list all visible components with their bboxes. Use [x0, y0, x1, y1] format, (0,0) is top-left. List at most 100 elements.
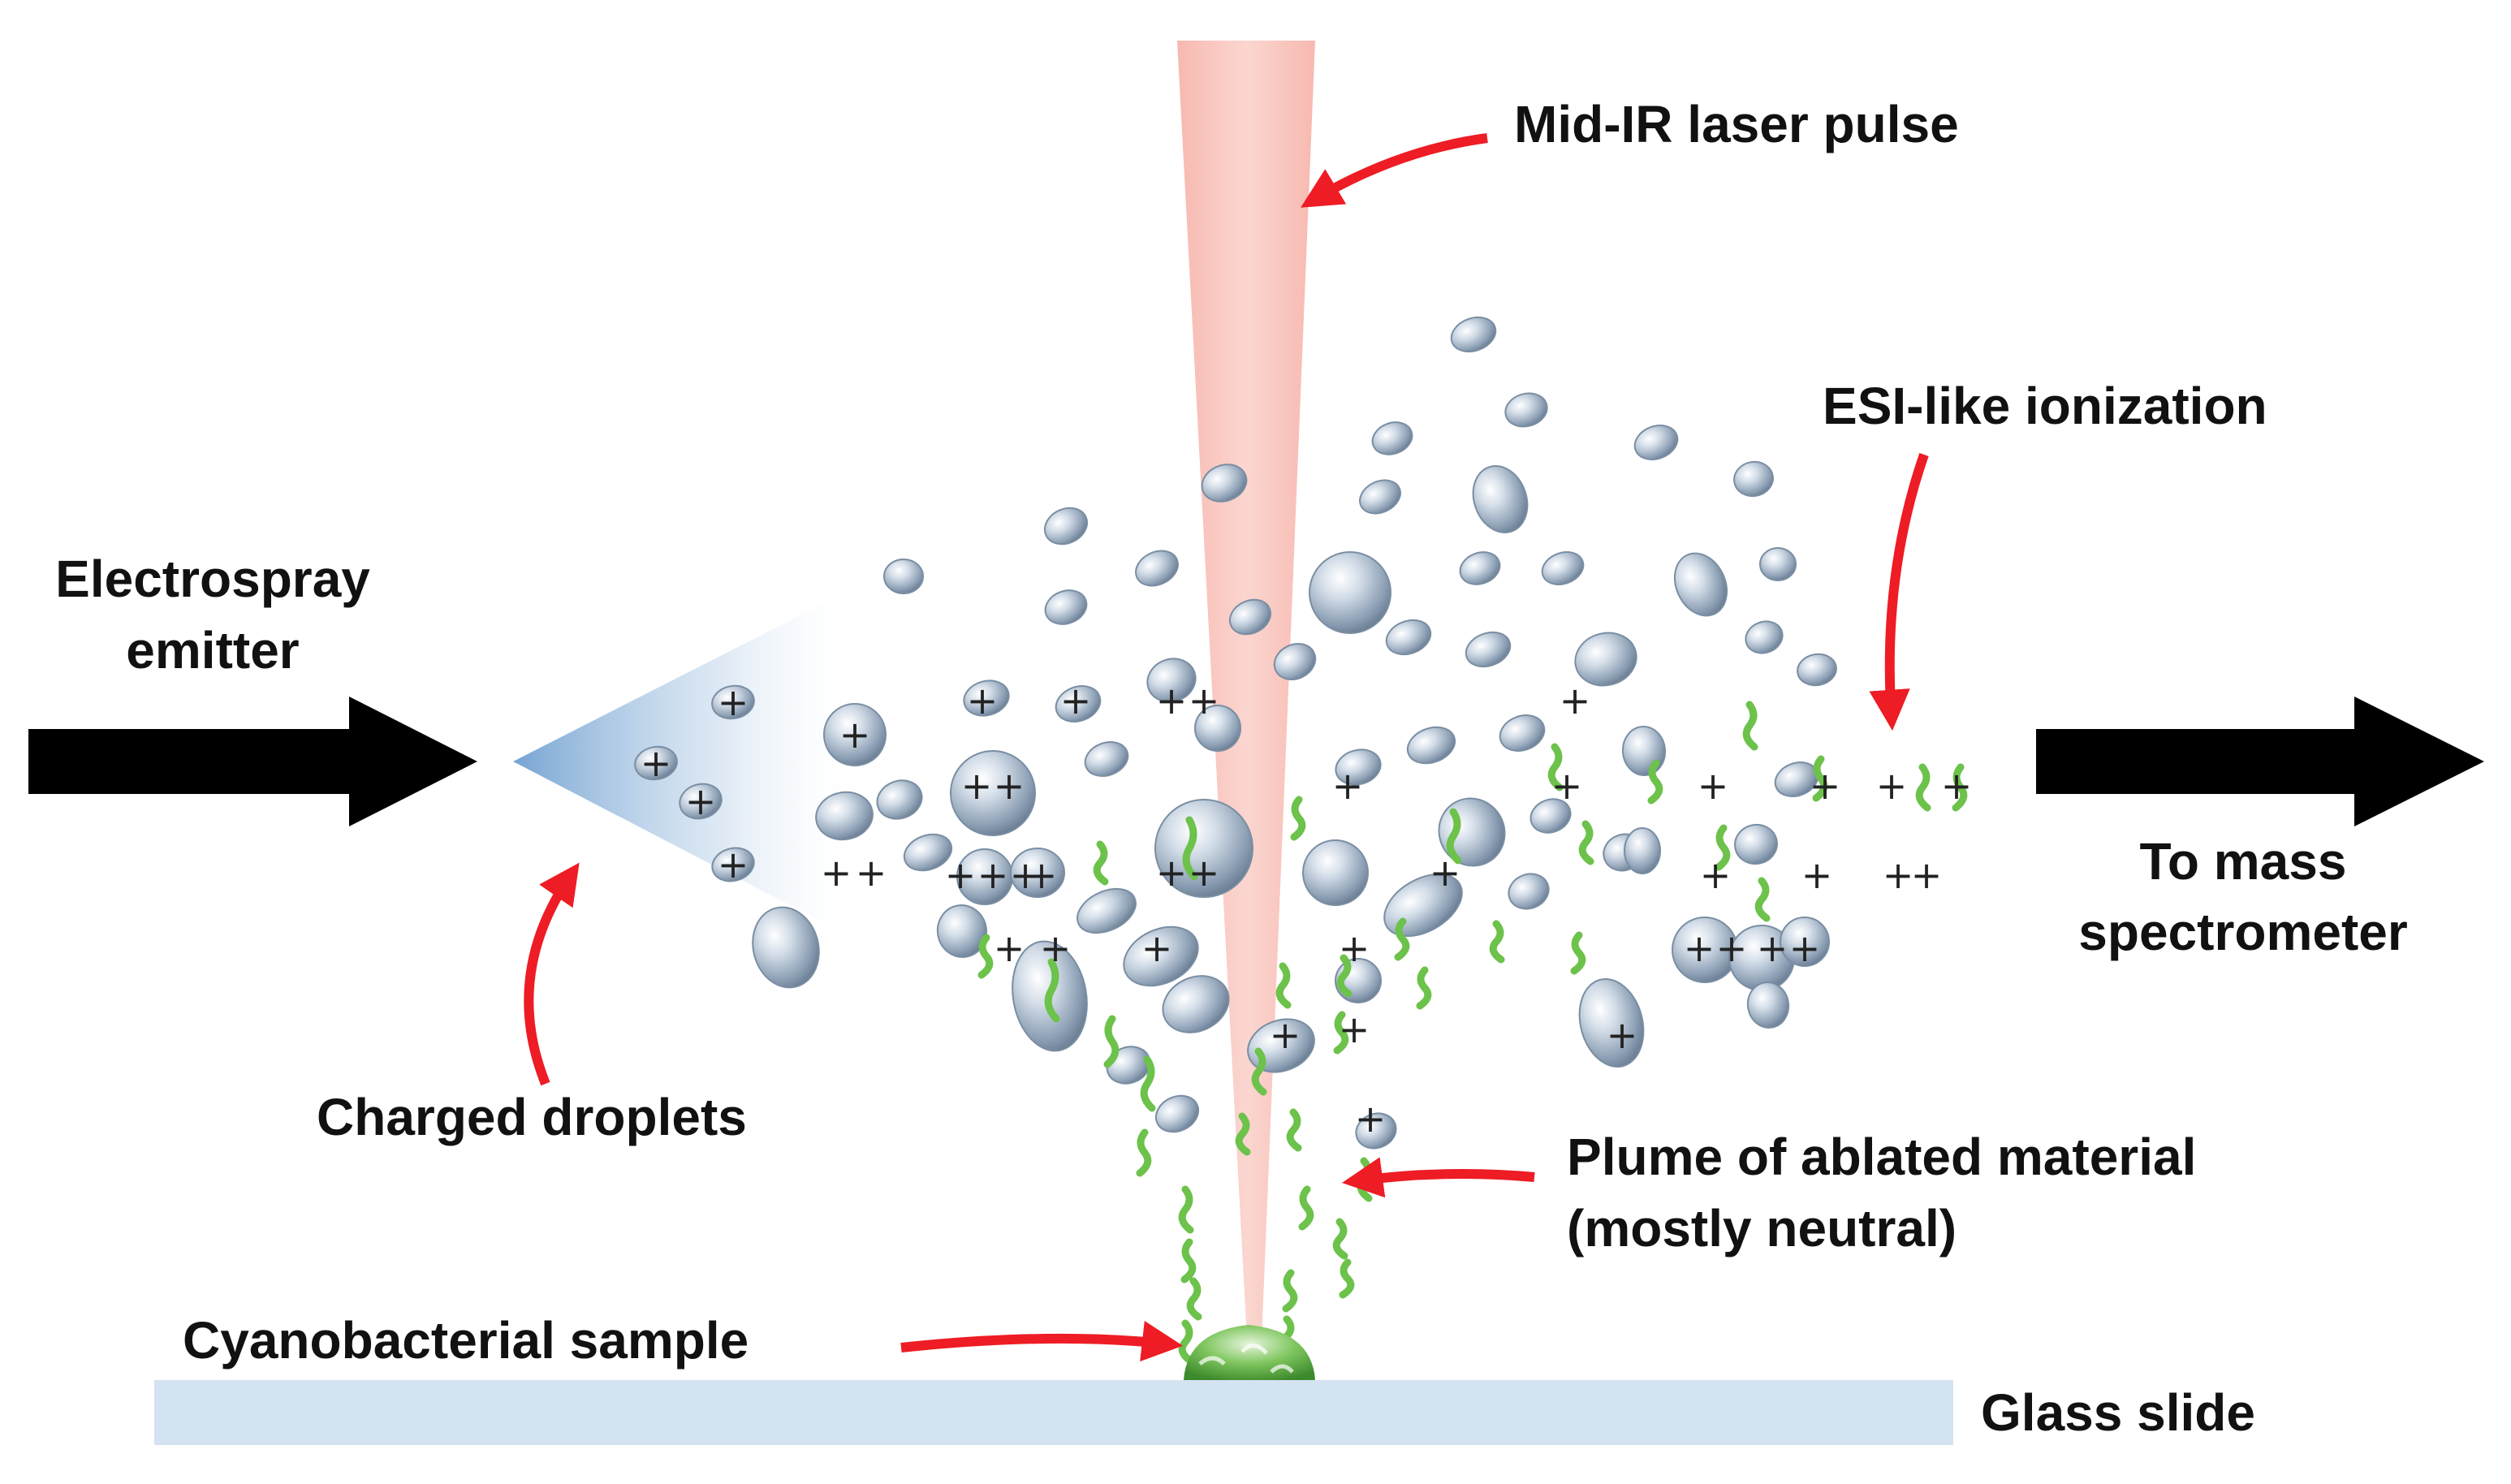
droplet [963, 679, 1010, 717]
droplet [752, 906, 820, 989]
charge-symbol: + [1156, 851, 1188, 895]
ablated-filament [1333, 1011, 1349, 1055]
droplet [1733, 460, 1774, 498]
droplet [1154, 799, 1253, 898]
ablated-filament [1742, 701, 1758, 751]
charged-droplets-arrow [524, 862, 580, 1086]
charge-symbol: + [1810, 764, 1841, 808]
spray-cone [513, 585, 861, 942]
ablated-filament [1178, 1319, 1194, 1365]
droplet [936, 904, 988, 958]
charge-symbol: + [856, 851, 887, 895]
charge-symbol: + [1156, 679, 1188, 723]
charge-symbol: + [1607, 1013, 1638, 1057]
ablated-filament [1339, 1258, 1355, 1299]
sample-label-arrow [900, 1321, 1184, 1362]
cyanobacterial-sample [1184, 1325, 1315, 1380]
droplet [1371, 421, 1413, 455]
ablated-filament [1182, 816, 1198, 881]
droplet [1508, 873, 1550, 910]
charge-symbol: + [1757, 926, 1788, 970]
droplet-cloud [634, 316, 1837, 1150]
laser-label: Mid-IR laser pulse [1514, 95, 1959, 153]
charge-symbols: ++++++++++++++++++++++++++++++++++++++++… [641, 679, 1973, 1141]
charge-symbol: + [1060, 679, 1092, 723]
droplet [1355, 1112, 1397, 1150]
ablated-filament [1140, 1055, 1156, 1112]
droplet [1146, 658, 1197, 703]
ablated-filament [1275, 962, 1292, 1009]
droplet [679, 783, 723, 820]
charge-symbol: + [1270, 1013, 1301, 1057]
charge-symbol: + [1040, 926, 1072, 970]
charge-symbol: + [821, 851, 852, 895]
droplet [1043, 507, 1089, 546]
droplet [823, 703, 887, 766]
plume-label-line2: (mostly neutral) [1567, 1199, 1957, 1258]
droplet [634, 745, 678, 781]
glass-slide [154, 1380, 1953, 1445]
charge-symbol: + [641, 741, 672, 785]
to-mass-spectrometer-arrow [2036, 697, 2484, 826]
charge-symbol: + [945, 853, 977, 897]
droplet [1578, 977, 1645, 1068]
to-ms-label-line2: spectrometer [2078, 903, 2408, 961]
charge-symbol: + [1010, 853, 1042, 897]
droplet [1076, 887, 1137, 934]
ablated-filament [1812, 755, 1828, 802]
esi-label-arrow [1869, 453, 1929, 731]
ablated-filament [1578, 820, 1594, 865]
ablated-filament [1416, 966, 1432, 1010]
charge-symbol: + [1684, 926, 1715, 970]
droplet [815, 791, 874, 841]
emitter-label-line1: Electrospray [55, 550, 370, 608]
ablated-filament [1570, 931, 1586, 975]
sample-label: Cyanobacterial sample [183, 1311, 749, 1370]
charge-symbol: + [1911, 853, 1943, 897]
droplet [1459, 551, 1501, 585]
charge-symbol: + [961, 764, 993, 808]
to-ms-label-line1: To mass [2140, 832, 2347, 891]
glass-slide-label: Glass slide [1981, 1383, 2255, 1442]
droplet [883, 559, 924, 594]
laser-beam [1177, 41, 1315, 1339]
droplet [903, 833, 953, 872]
ablated-filament [1136, 1128, 1152, 1177]
charge-symbol: + [1789, 926, 1821, 970]
droplet [1194, 705, 1241, 752]
ablated-filament [1290, 796, 1306, 841]
plume-label-line1: Plume of ablated material [1567, 1128, 2196, 1186]
ablated-filament [977, 934, 994, 979]
ablated-filament [1093, 840, 1109, 886]
charge-symbol: + [1339, 926, 1370, 970]
droplet [1055, 685, 1102, 723]
charge-symbol: + [1876, 764, 1908, 808]
emitter-arrow [28, 697, 477, 826]
ablated-filament [1044, 958, 1060, 1023]
charge-symbol: + [1189, 851, 1220, 895]
ablated-filament [1489, 920, 1505, 964]
charge-symbol: + [1883, 853, 1914, 897]
droplet [1302, 839, 1369, 906]
ablated-filament [1180, 1238, 1197, 1283]
charge-symbol: + [1700, 853, 1732, 897]
charge-symbol: + [1332, 764, 1364, 808]
droplet [1472, 465, 1529, 533]
ablated-filament [1186, 1277, 1202, 1321]
droplet [1759, 547, 1797, 581]
charge-symbol: + [1026, 853, 1058, 897]
ablated-filament [1103, 1015, 1120, 1068]
droplet [1734, 823, 1778, 865]
ablated-filament [1394, 917, 1410, 961]
droplet [1504, 392, 1548, 428]
ablated-filament [1178, 1185, 1194, 1234]
charge-symbol: + [1355, 1097, 1387, 1141]
droplet [1201, 464, 1248, 503]
droplet [1574, 632, 1637, 687]
charge-symbol: + [1339, 1007, 1370, 1051]
droplet [876, 779, 923, 820]
charge-symbol: + [1430, 851, 1461, 895]
ablated-filament [1336, 954, 1353, 998]
charge-symbol: + [718, 843, 749, 887]
droplet [1633, 425, 1679, 460]
